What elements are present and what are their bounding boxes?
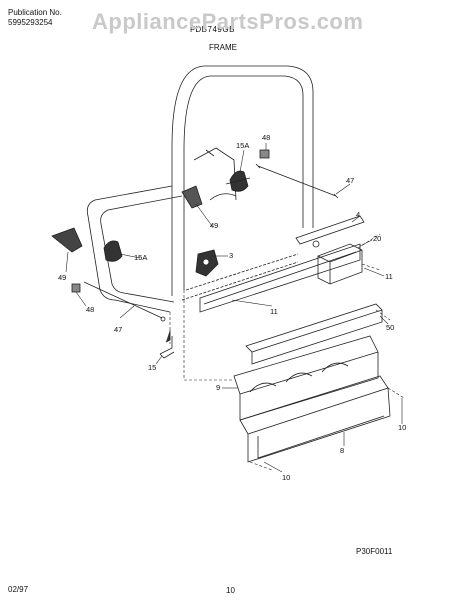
screw-15: [159, 330, 175, 359]
hinge-bracket-left: [103, 240, 123, 262]
page-number: 10: [226, 586, 235, 595]
tub-frame: [86, 65, 314, 313]
callout-11-right: 11: [385, 272, 393, 281]
callout-3: 3: [229, 251, 233, 260]
leader-lines: [169, 233, 405, 471]
callout-leaders: [65, 143, 403, 473]
part-20-block: [317, 243, 363, 285]
bracket-49-left: [51, 227, 83, 253]
publication-date: 02/97: [8, 585, 29, 594]
figure-code: P30F0011: [356, 547, 393, 556]
model-number: FDB749GB: [190, 25, 235, 34]
callout-10-right: 10: [398, 423, 406, 432]
callout-15a-left: 15A: [134, 253, 147, 262]
callout-4: 4: [356, 210, 360, 219]
hinge-bracket-top: [225, 170, 251, 192]
callout-9: 9: [216, 383, 220, 392]
callout-8: 8: [340, 446, 344, 455]
callout-labels: 48 15A 47 4 49 20 3 11 49 15A 11 50 48 4…: [58, 133, 406, 482]
callout-15a-top: 15A: [236, 141, 249, 150]
publication-number: 5995293254: [8, 18, 53, 27]
bracket-49-mid: [181, 185, 203, 209]
callout-47-left: 47: [114, 325, 122, 334]
callout-15: 15: [148, 363, 156, 372]
cable-47-right: [255, 163, 339, 199]
publication-info: Publication No. 5995293254: [8, 8, 62, 28]
clip-48-left: [71, 283, 81, 293]
callout-48-left: 48: [86, 305, 94, 314]
kick-plate-8: [239, 375, 391, 463]
callout-20: 20: [373, 234, 381, 243]
callout-47-right: 47: [346, 176, 354, 185]
part-3-valve: [195, 249, 219, 277]
toe-kick-9: [233, 335, 379, 421]
clip-48-top: [259, 149, 270, 159]
section-title: FRAME: [209, 43, 237, 52]
panel-50: [245, 303, 383, 365]
callout-10-bottom: 10: [282, 473, 290, 482]
watermark: AppliancePartsPros.com: [92, 9, 364, 34]
front-rail-assembly: [199, 215, 365, 313]
callout-48-top: 48: [262, 133, 270, 142]
callout-11-mid: 11: [270, 307, 278, 316]
publication-label: Publication No.: [8, 8, 62, 17]
callout-49-mid: 49: [210, 221, 218, 230]
callout-49-left: 49: [58, 273, 66, 282]
callout-50: 50: [386, 323, 394, 332]
cable-47-left: [83, 281, 166, 322]
